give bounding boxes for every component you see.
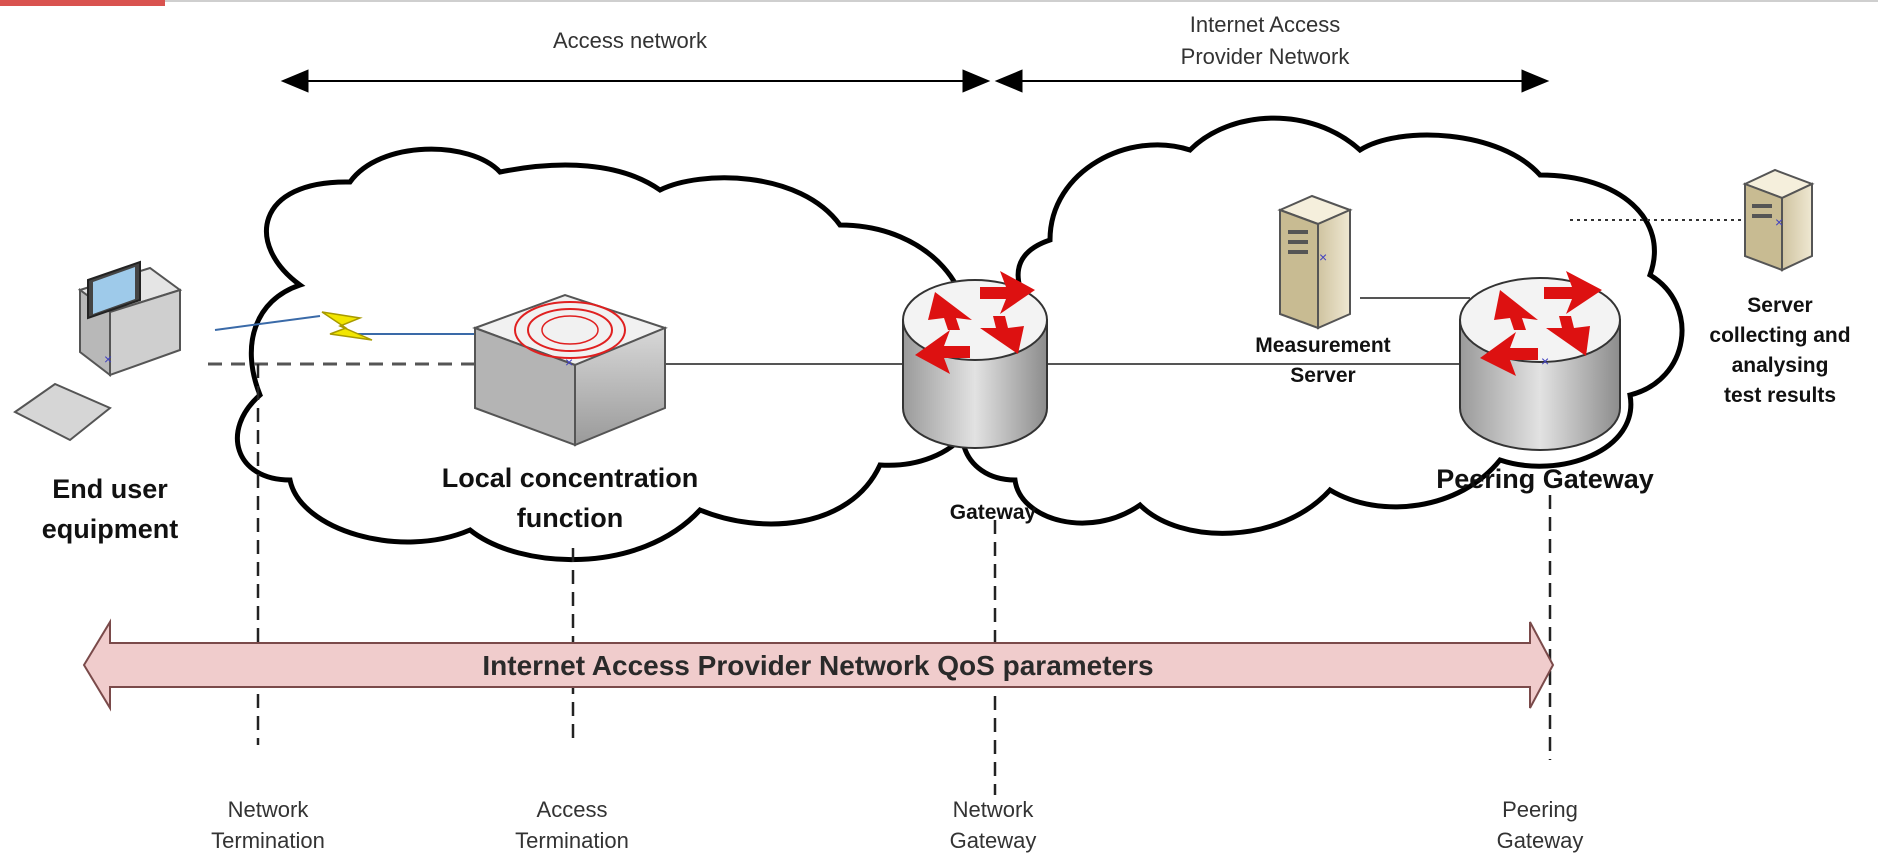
network-gateway-label-line1: Network [953, 797, 1035, 822]
local-concentration-label-line2: function [517, 503, 623, 533]
local-concentration-label-line1: Local concentration [442, 463, 699, 493]
svg-text:×: × [1319, 249, 1327, 265]
access-termination-label-line1: Access [537, 797, 608, 822]
collector-server-label-line3: analysing [1732, 354, 1829, 377]
measurement-server-label-line1: Measurement [1255, 334, 1390, 357]
end-user-label-line1: End user [52, 474, 168, 504]
router-icon-gateway [902, 271, 1048, 449]
collector-server-label-line1: Server [1747, 294, 1812, 317]
qos-banner-label: Internet Access Provider Network QoS par… [482, 650, 1153, 681]
concentrator-box-icon: × [472, 293, 668, 447]
svg-text:×: × [1775, 214, 1783, 230]
server-tower-icon-collector: × [1742, 168, 1815, 272]
top-divider [165, 0, 1878, 2]
collector-server-label-line4: test results [1724, 384, 1836, 407]
access-termination-label-line2: Termination [515, 828, 629, 853]
top-accent-bar [0, 0, 165, 6]
collector-server-label-line2: collecting and [1709, 324, 1850, 347]
peering-gateway-ref-label-line2: Gateway [1497, 828, 1584, 853]
wireless-line-upper [214, 315, 321, 331]
network-termination-label-line2: Termination [211, 828, 325, 853]
measurement-server-label-line2: Server [1290, 364, 1355, 387]
access-network-label: Access network [553, 28, 708, 53]
peering-gateway-ref-label-line1: Peering [1502, 797, 1578, 822]
svg-text:×: × [104, 351, 112, 367]
router-icon-peering: × [1459, 271, 1621, 451]
lightning-link-icon [321, 311, 373, 341]
network-termination-label-line1: Network [228, 797, 310, 822]
qos-banner-arrow [82, 618, 1555, 712]
end-user-label-line2: equipment [42, 514, 179, 544]
iap-network-label-line2: Provider Network [1181, 44, 1351, 69]
gateway-label: Gateway [950, 501, 1037, 524]
iap-network-label-line1: Internet Access [1190, 12, 1340, 37]
server-tower-icon-measurement: × [1277, 194, 1353, 330]
svg-text:×: × [1541, 353, 1549, 369]
peering-gateway-label: Peering Gateway [1436, 464, 1654, 494]
computer-icon: × [13, 260, 183, 442]
svg-text:×: × [565, 354, 573, 370]
network-gateway-label-line2: Gateway [950, 828, 1037, 853]
